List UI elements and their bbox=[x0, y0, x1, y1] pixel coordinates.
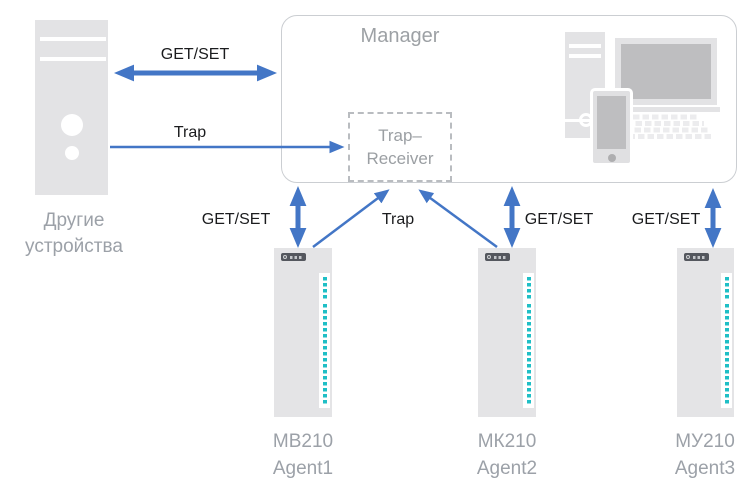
server-button-large bbox=[61, 114, 83, 136]
monitor-base-bar bbox=[633, 107, 720, 112]
monitor-icon bbox=[615, 38, 717, 105]
oven-logo bbox=[684, 253, 709, 261]
other-devices-label: Другие устройства bbox=[14, 208, 134, 260]
oven-logo-ring bbox=[487, 255, 491, 259]
server-button-small bbox=[65, 146, 79, 160]
device-model: МК210 bbox=[477, 431, 537, 452]
trap-receiver-box: Trap– Receiver bbox=[348, 112, 452, 182]
device-agent1 bbox=[274, 248, 332, 417]
tower-slot-line bbox=[569, 44, 601, 48]
device-model: МУ210 bbox=[675, 431, 735, 452]
oven-logo-ring bbox=[686, 255, 690, 259]
led-column bbox=[724, 277, 729, 299]
server-tower-icon bbox=[35, 20, 108, 195]
smartphone-home-button bbox=[607, 154, 616, 162]
server-slot-line bbox=[40, 37, 106, 41]
device-agent3 bbox=[677, 248, 734, 417]
other-devices-line2: устройства bbox=[25, 236, 123, 257]
device-label-agent3: МУ210 Agent3 bbox=[660, 428, 750, 482]
device-label-agent2: МК210 Agent2 bbox=[462, 428, 552, 482]
smartphone-icon bbox=[590, 88, 633, 166]
label-trap-bottom: Trap bbox=[381, 211, 415, 228]
tower-slot-line bbox=[569, 54, 601, 58]
label-get-set-agent1: GET/SET bbox=[201, 211, 271, 228]
label-trap-top: Trap bbox=[173, 124, 207, 141]
keyboard-icon bbox=[625, 114, 713, 139]
device-model: МВ210 bbox=[272, 431, 334, 452]
label-get-set-agent3: GET/SET bbox=[631, 211, 701, 228]
trap-receiver-line2: Receiver bbox=[366, 149, 434, 168]
device-label-agent1: МВ210 Agent1 bbox=[258, 428, 348, 482]
monitor-screen bbox=[621, 44, 711, 99]
oven-logo-text bbox=[290, 255, 303, 259]
led-strip bbox=[721, 273, 732, 408]
label-get-set-top: GET/SET bbox=[160, 46, 230, 63]
led-strip bbox=[319, 273, 330, 408]
oven-logo-text bbox=[494, 255, 507, 259]
led-column bbox=[322, 277, 327, 299]
led-column bbox=[526, 277, 531, 299]
manager-title: Manager bbox=[360, 25, 440, 47]
oven-logo bbox=[485, 253, 510, 261]
trap-receiver-line1: Trap– bbox=[378, 126, 422, 145]
device-agent: Agent3 bbox=[674, 458, 736, 479]
led-column bbox=[724, 304, 729, 404]
device-agent: Agent2 bbox=[476, 458, 538, 479]
device-agent: Agent1 bbox=[272, 458, 334, 479]
server-slot-line bbox=[40, 57, 106, 61]
oven-logo bbox=[281, 253, 306, 261]
label-get-set-agent2: GET/SET bbox=[524, 211, 594, 228]
device-agent2 bbox=[478, 248, 536, 417]
led-column bbox=[526, 304, 531, 404]
oven-logo-ring bbox=[283, 255, 287, 259]
led-strip bbox=[523, 273, 534, 408]
led-column bbox=[322, 304, 327, 404]
other-devices-line1: Другие bbox=[43, 210, 105, 231]
smartphone-screen bbox=[597, 96, 626, 149]
oven-logo-text bbox=[693, 255, 706, 259]
